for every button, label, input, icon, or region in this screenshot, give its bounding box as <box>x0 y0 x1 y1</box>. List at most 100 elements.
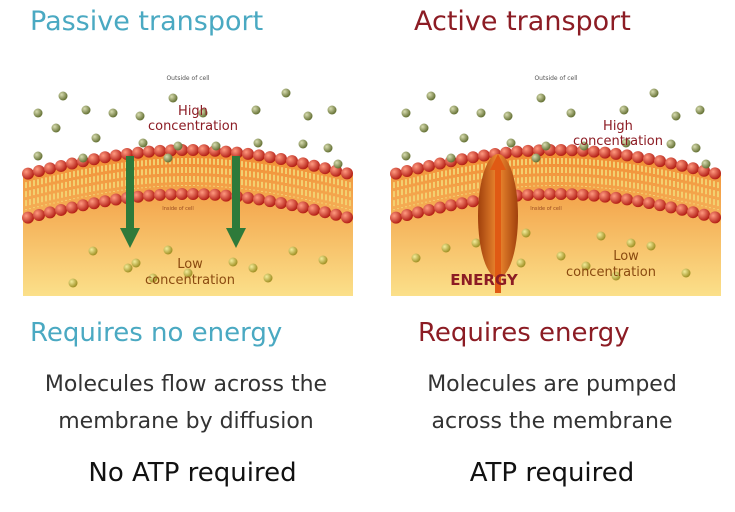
phospholipid-head <box>555 144 567 157</box>
outside-molecule <box>108 108 118 118</box>
outside-molecule <box>541 141 551 151</box>
phospholipid-head <box>467 151 479 164</box>
outside-molecule <box>138 138 148 148</box>
phospholipid-head <box>423 159 435 172</box>
phospholipid-head <box>533 188 545 201</box>
inside-molecule <box>288 246 298 256</box>
outside-molecule <box>695 105 705 115</box>
phospholipid-head <box>319 206 331 219</box>
inside-molecule <box>248 263 258 273</box>
phospholipid-head <box>698 208 710 221</box>
energy-arrow-shaft <box>495 168 501 293</box>
inside-molecule <box>611 271 621 281</box>
inside-molecule <box>581 261 591 271</box>
phospholipid-head <box>275 153 287 166</box>
phospholipid-head <box>132 146 144 159</box>
passive-heading: Requires no energy <box>30 318 283 348</box>
diffusion-arrow-head <box>120 228 140 248</box>
phospholipid-head <box>319 162 331 175</box>
phospholipid-head <box>176 188 188 201</box>
phospholipid-head <box>66 157 78 170</box>
phospholipid-head <box>632 195 644 208</box>
outside-molecule <box>426 91 436 101</box>
outside-molecule <box>253 138 263 148</box>
inside-molecule <box>68 278 78 288</box>
outside-molecule <box>135 111 145 121</box>
phospholipid-head <box>599 190 611 203</box>
cytoplasm <box>391 149 721 296</box>
outside-molecule <box>506 138 516 148</box>
phospholipid-head <box>165 188 177 201</box>
phospholipid-head <box>500 146 512 159</box>
phospholipid-head <box>687 162 699 175</box>
phospholipid-head <box>456 153 468 166</box>
passive-atp: No ATP required <box>88 458 297 488</box>
phospholipid-head <box>264 151 276 164</box>
phospholipid-head <box>264 195 276 208</box>
outside-molecule <box>536 93 546 103</box>
active-title: Active transport <box>414 6 631 37</box>
inside-of-cell-label: Inside of cell <box>162 206 194 212</box>
desc-line: Molecules flow across the <box>44 372 328 397</box>
phospholipid-head <box>566 188 578 201</box>
phospholipid-head <box>654 155 666 168</box>
inside-molecule <box>471 238 481 248</box>
phospholipid-head <box>676 159 688 172</box>
outside-molecule <box>579 141 589 151</box>
passive-title: Passive transport <box>30 6 264 37</box>
phospholipid-head <box>308 159 320 172</box>
inside-molecule <box>596 231 606 241</box>
outside-molecule <box>671 111 681 121</box>
phospholipid-head <box>588 189 600 202</box>
phospholipid-head <box>33 208 45 221</box>
phospholipid-head <box>66 201 78 214</box>
outside-molecule <box>446 153 456 163</box>
inside-molecule <box>88 246 98 256</box>
outside-molecule <box>621 138 631 148</box>
phospholipid-head <box>577 188 589 201</box>
phospholipid-head <box>434 201 446 214</box>
phospholipid-head <box>143 189 155 202</box>
phospholipid-head <box>253 149 265 162</box>
outside-of-cell-label: Outside of cell <box>166 75 209 82</box>
phospholipid-head <box>22 167 34 180</box>
phospholipid-head <box>286 155 298 168</box>
outside-molecule <box>173 141 183 151</box>
phospholipid-head <box>621 193 633 206</box>
phospholipid-head <box>242 147 254 160</box>
energy-label: ENERGY <box>450 271 519 289</box>
phospholipid-head <box>198 144 210 157</box>
inside-molecule <box>516 258 526 268</box>
phospholipid-head <box>423 203 435 216</box>
phospholipid-head <box>709 167 721 180</box>
phospholipid-head <box>187 188 199 201</box>
phospholipid-head <box>522 144 534 157</box>
phospholipid-head <box>297 201 309 214</box>
phospholipid-head <box>286 199 298 212</box>
phospholipid-head <box>242 191 254 204</box>
phospholipid-head <box>154 144 166 157</box>
phospholipid-head <box>88 197 100 210</box>
phospholipid-head <box>599 146 611 159</box>
outside-molecule <box>449 105 459 115</box>
phospholipid-head <box>610 191 622 204</box>
inside-molecule <box>148 273 158 283</box>
phospholipid-head <box>654 199 666 212</box>
phospholipid-head <box>434 157 446 170</box>
outside-molecule <box>691 143 701 153</box>
phospholipid-head <box>390 211 402 224</box>
desc-line: Molecules are pumped <box>427 372 677 397</box>
phospholipid-head <box>588 145 600 158</box>
phospholipid-head <box>401 208 413 221</box>
phospholipid-head <box>99 195 111 208</box>
outside-molecule <box>198 108 208 118</box>
phospholipid-head <box>297 157 309 170</box>
inside-of-cell-label: Inside of cell <box>530 206 562 212</box>
active-heading: Requires energy <box>418 318 630 348</box>
outside-molecule <box>298 139 308 149</box>
phospholipid-head <box>665 201 677 214</box>
outside-molecule <box>666 139 676 149</box>
phospholipid-head <box>44 162 56 175</box>
